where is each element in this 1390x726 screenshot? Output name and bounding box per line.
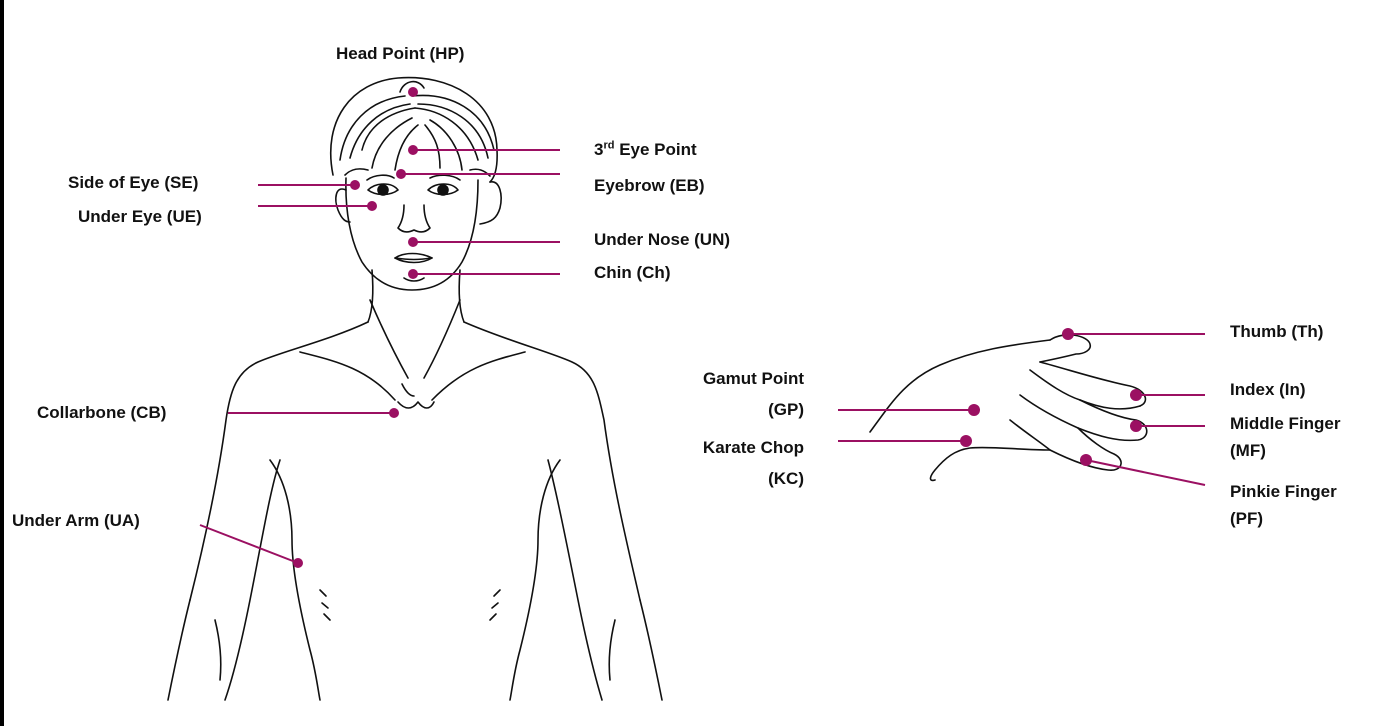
hand-outline — [870, 335, 1147, 481]
marker-index — [1130, 389, 1142, 401]
label-under-nose: Under Nose (UN) — [594, 230, 730, 250]
label-pinkie-finger-2: (PF) — [1230, 509, 1263, 529]
marker-chin — [408, 269, 418, 279]
label-under-eye: Under Eye (UE) — [78, 207, 202, 227]
label-chin: Chin (Ch) — [594, 263, 670, 283]
label-middle-finger-2: (MF) — [1230, 441, 1266, 461]
marker-karate-chop — [960, 435, 972, 447]
marker-middle-finger — [1130, 420, 1142, 432]
label-head-point: Head Point (HP) — [336, 44, 464, 64]
leader-lines — [200, 150, 1205, 563]
marker-pinkie-finger — [1080, 454, 1092, 466]
label-third-eye-point: 3rd Eye Point — [594, 140, 697, 160]
marker-under-nose — [408, 237, 418, 247]
marker-head-point — [408, 87, 418, 97]
label-thumb: Thumb (Th) — [1230, 322, 1323, 342]
label-third-eye-sup: rd — [603, 139, 614, 151]
label-under-arm: Under Arm (UA) — [12, 511, 140, 531]
marker-third-eye — [408, 145, 418, 155]
label-middle-finger-1: Middle Finger — [1230, 414, 1341, 434]
label-karate-chop-2: (KC) — [640, 469, 804, 489]
marker-side-of-eye — [350, 180, 360, 190]
torso-outline — [168, 270, 662, 700]
marker-eyebrow — [396, 169, 406, 179]
label-karate-chop-1: Karate Chop — [640, 438, 804, 458]
label-gamut-point-1: Gamut Point — [640, 369, 804, 389]
label-gamut-point-2: (GP) — [640, 400, 804, 420]
marker-gamut-point — [968, 404, 980, 416]
label-index: Index (In) — [1230, 380, 1306, 400]
marker-dots — [293, 87, 1142, 568]
marker-collarbone — [389, 408, 399, 418]
marker-thumb — [1062, 328, 1074, 340]
label-eyebrow: Eyebrow (EB) — [594, 176, 705, 196]
label-side-of-eye: Side of Eye (SE) — [68, 173, 198, 193]
label-collarbone: Collarbone (CB) — [37, 403, 166, 423]
marker-under-eye — [367, 201, 377, 211]
label-pinkie-finger-1: Pinkie Finger — [1230, 482, 1337, 502]
marker-under-arm — [293, 558, 303, 568]
label-third-eye-text: Eye Point — [614, 140, 696, 159]
